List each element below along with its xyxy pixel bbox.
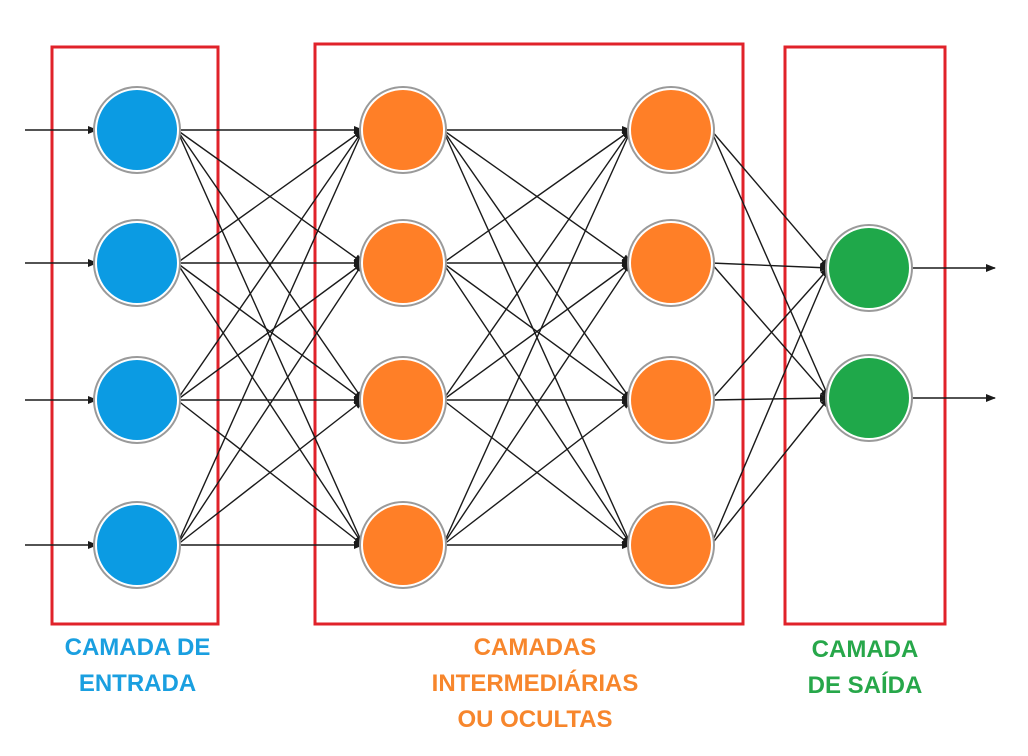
connection-input-4-to-hidden-1-1 <box>176 129 364 546</box>
connection-hidden-1-4-to-hidden-2-2 <box>442 262 632 546</box>
hidden-2-node-3 <box>631 360 711 440</box>
connection-hidden-2-1-to-output-1 <box>710 129 830 269</box>
connection-hidden-1-4-to-hidden-2-1 <box>442 129 632 546</box>
connection-hidden-1-3-to-hidden-2-1 <box>442 129 632 401</box>
connection-hidden-2-3-to-output-1 <box>710 267 830 401</box>
input-node-4 <box>97 505 177 585</box>
hidden-layers-label: CAMADAS INTERMEDIÁRIAS OU OCULTAS <box>380 630 690 738</box>
output-node-1 <box>829 228 909 308</box>
hidden-layers-box <box>313 42 745 626</box>
connection-hidden-1-3-to-hidden-2-2 <box>442 262 632 401</box>
hidden-1-node-3 <box>363 360 443 440</box>
output-label-line-2: DE SAÍDA <box>807 672 923 699</box>
output-node-2 <box>829 358 909 438</box>
connection-hidden-1-2-to-hidden-2-1 <box>442 129 632 264</box>
connection-input-3-to-hidden-1-2 <box>176 262 364 401</box>
connection-hidden-2-3-to-output-2 <box>710 394 830 403</box>
hidden-1-node-2 <box>363 223 443 303</box>
input-layer-box <box>50 45 220 626</box>
input-layer-label: CAMADA DE ENTRADA <box>40 630 235 702</box>
connection-input-4-to-hidden-1-3 <box>176 399 364 546</box>
input-label-line-1: CAMADA DE <box>64 634 211 661</box>
connection-input-3-to-hidden-1-1 <box>176 129 364 401</box>
connection-hidden-1-4-to-hidden-2-3 <box>442 399 632 546</box>
connection-hidden-2-1-to-output-2 <box>710 129 830 399</box>
hidden-label-line-3: OU OCULTAS <box>457 706 613 733</box>
connection-hidden-2-4-to-output-2 <box>710 397 830 546</box>
hidden-2-node-2 <box>631 223 711 303</box>
hidden-2-node-1 <box>631 90 711 170</box>
hidden-label-line-1: CAMADAS <box>473 634 597 661</box>
connection-input-2-to-hidden-1-1 <box>176 129 364 264</box>
hidden-label-line-2: INTERMEDIÁRIAS <box>431 670 639 697</box>
input-node-3 <box>97 360 177 440</box>
hidden-1-node-1 <box>363 90 443 170</box>
input-node-2 <box>97 223 177 303</box>
output-layer-box <box>783 45 947 626</box>
output-layer-label: CAMADA DE SAÍDA <box>770 632 960 704</box>
input-label-line-2: ENTRADA <box>78 670 197 697</box>
connection-hidden-2-2-to-output-1 <box>710 262 830 272</box>
connection-input-4-to-hidden-1-2 <box>176 262 364 546</box>
connection-hidden-2-2-to-output-2 <box>710 262 830 399</box>
connection-hidden-2-4-to-output-1 <box>710 267 830 546</box>
hidden-2-node-4 <box>631 505 711 585</box>
output-label-line-1: CAMADA <box>811 636 919 663</box>
hidden-1-node-4 <box>363 505 443 585</box>
input-node-1 <box>97 90 177 170</box>
